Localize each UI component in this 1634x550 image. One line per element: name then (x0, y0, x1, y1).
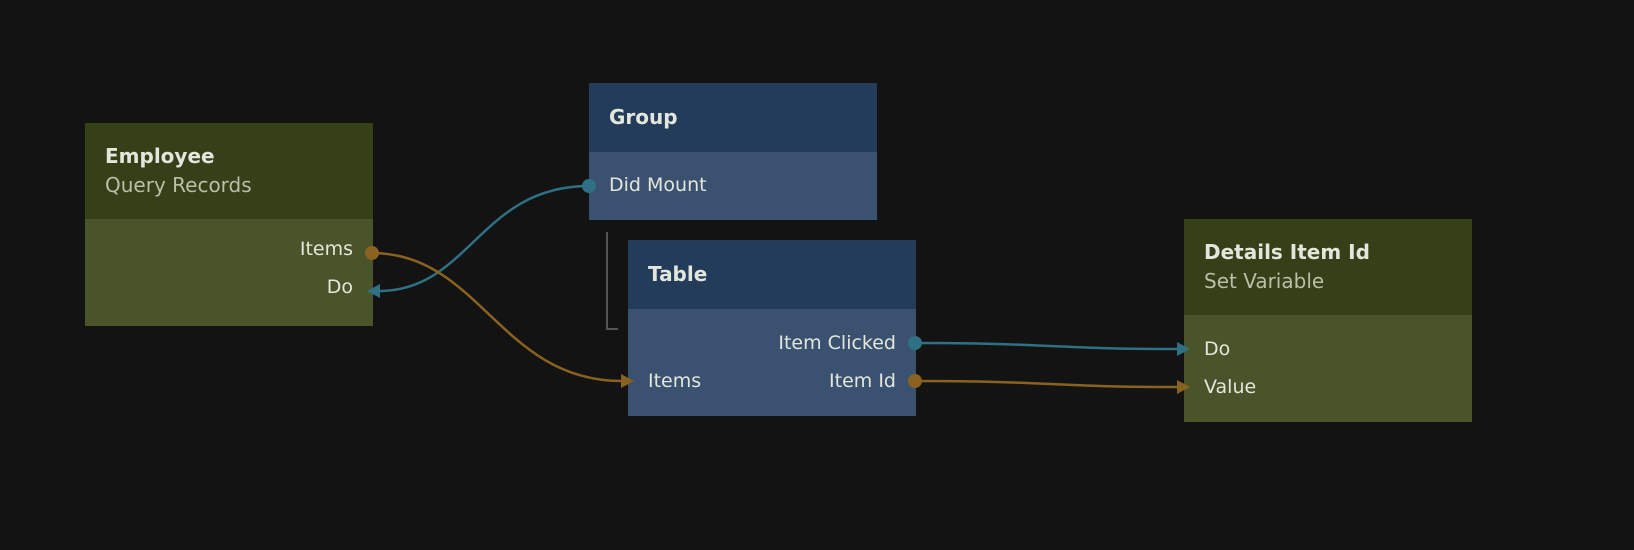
node-employee-query-records[interactable]: Employee Query Records Items Do (85, 123, 373, 326)
input-port-items[interactable]: Items (648, 370, 702, 392)
wire-itemid-to-value[interactable] (914, 379, 1179, 389)
input-port-do[interactable]: Do (1204, 338, 1231, 360)
node-title: Employee (105, 144, 215, 168)
node-header: Details Item Id Set Variable (1184, 219, 1472, 315)
arrow-icon (367, 284, 380, 298)
input-port-value[interactable]: Value (1204, 376, 1257, 398)
output-port-items[interactable]: Items (299, 238, 353, 260)
node-header: Group (589, 83, 877, 152)
node-table[interactable]: Table Item Clicked Items Item Id (628, 240, 916, 416)
node-subtitle: Query Records (105, 173, 252, 197)
port-dot (908, 374, 922, 388)
wire-items-to-items[interactable] (371, 251, 623, 383)
wire-itemclicked-to-do[interactable] (914, 341, 1179, 351)
wire-didmount-to-do[interactable] (379, 184, 590, 293)
output-port-item-id[interactable]: Item Id (829, 370, 896, 392)
child-hierarchy-bracket (606, 232, 618, 330)
node-title: Table (648, 262, 708, 286)
input-port-do[interactable]: Do (326, 276, 353, 298)
arrow-icon (1177, 380, 1190, 394)
arrow-icon (1177, 342, 1190, 356)
node-subtitle: Set Variable (1204, 269, 1325, 293)
node-details-item-id-set-variable[interactable]: Details Item Id Set Variable Do Value (1184, 219, 1472, 422)
arrow-icon (621, 374, 634, 388)
node-header: Table (628, 240, 916, 309)
node-title: Group (609, 105, 678, 129)
port-dot (365, 246, 379, 260)
port-dot (908, 336, 922, 350)
output-port-did-mount[interactable]: Did Mount (609, 174, 707, 196)
port-dot (582, 179, 596, 193)
node-title: Details Item Id (1204, 240, 1370, 264)
output-port-item-clicked[interactable]: Item Clicked (778, 332, 896, 354)
node-group[interactable]: Group Did Mount (589, 83, 877, 220)
node-header: Employee Query Records (85, 123, 373, 219)
